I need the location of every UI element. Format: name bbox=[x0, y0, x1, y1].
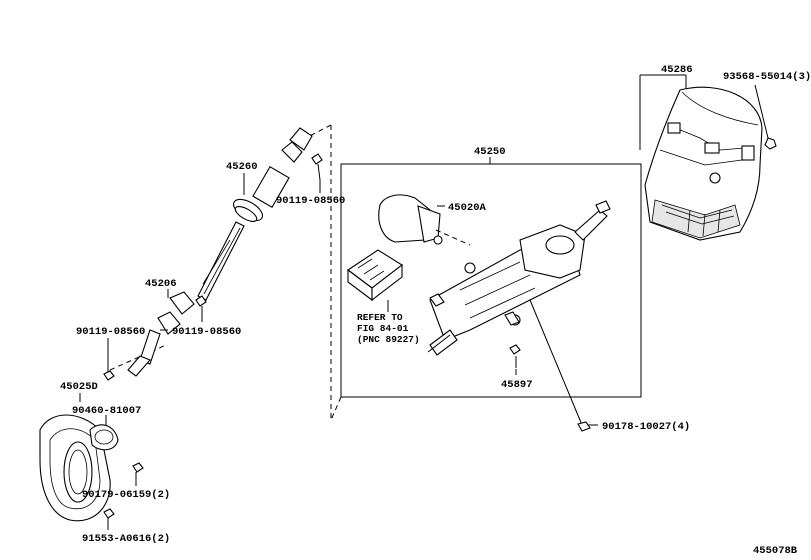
label-90119-joint: 90119-08560 bbox=[172, 326, 241, 338]
ecu-module bbox=[347, 249, 403, 302]
bolt-90119-joint bbox=[195, 295, 207, 322]
refer-line-1: REFER TO bbox=[357, 312, 403, 323]
label-45250: 45250 bbox=[474, 146, 506, 158]
bolt-90119-lower bbox=[103, 338, 115, 381]
label-45286: 45286 bbox=[661, 64, 693, 76]
label-91553: 91553-A0616(2) bbox=[82, 533, 170, 545]
label-93568: 93568-55014(3) bbox=[723, 71, 811, 83]
refer-line-3: (PNC 89227) bbox=[357, 334, 420, 345]
bolt-90179 bbox=[132, 462, 144, 486]
label-45206: 45206 bbox=[145, 278, 177, 290]
bolt-91553 bbox=[103, 508, 115, 530]
column-cover-45286 bbox=[644, 86, 763, 241]
bolt-90119-upper bbox=[311, 153, 323, 181]
label-45025d: 45025D bbox=[60, 381, 98, 393]
label-90179: 90179-06159(2) bbox=[82, 489, 170, 501]
label-90178: 90178-10027(4) bbox=[602, 421, 690, 433]
label-90119-upper: 90119-08560 bbox=[276, 195, 345, 207]
nut-90178 bbox=[577, 421, 591, 432]
steering-lock-45020a bbox=[378, 194, 471, 246]
label-45260: 45260 bbox=[226, 161, 258, 173]
intermediate-shaft-45260 bbox=[197, 127, 313, 301]
diagram-id: 455078B bbox=[753, 545, 798, 557]
refer-line-2: FIG 84-01 bbox=[357, 323, 409, 334]
universal-joint-45206 bbox=[127, 291, 195, 377]
bolt-45897 bbox=[509, 344, 521, 368]
column-assembly-frame bbox=[340, 163, 642, 398]
label-45020a: 45020A bbox=[448, 202, 487, 214]
column-body bbox=[427, 200, 611, 356]
screw-93568 bbox=[754, 84, 777, 150]
label-90460: 90460-81007 bbox=[72, 405, 141, 417]
label-45897: 45897 bbox=[501, 379, 533, 391]
boot-45025d bbox=[39, 393, 119, 522]
label-90119-lower: 90119-08560 bbox=[76, 326, 145, 338]
